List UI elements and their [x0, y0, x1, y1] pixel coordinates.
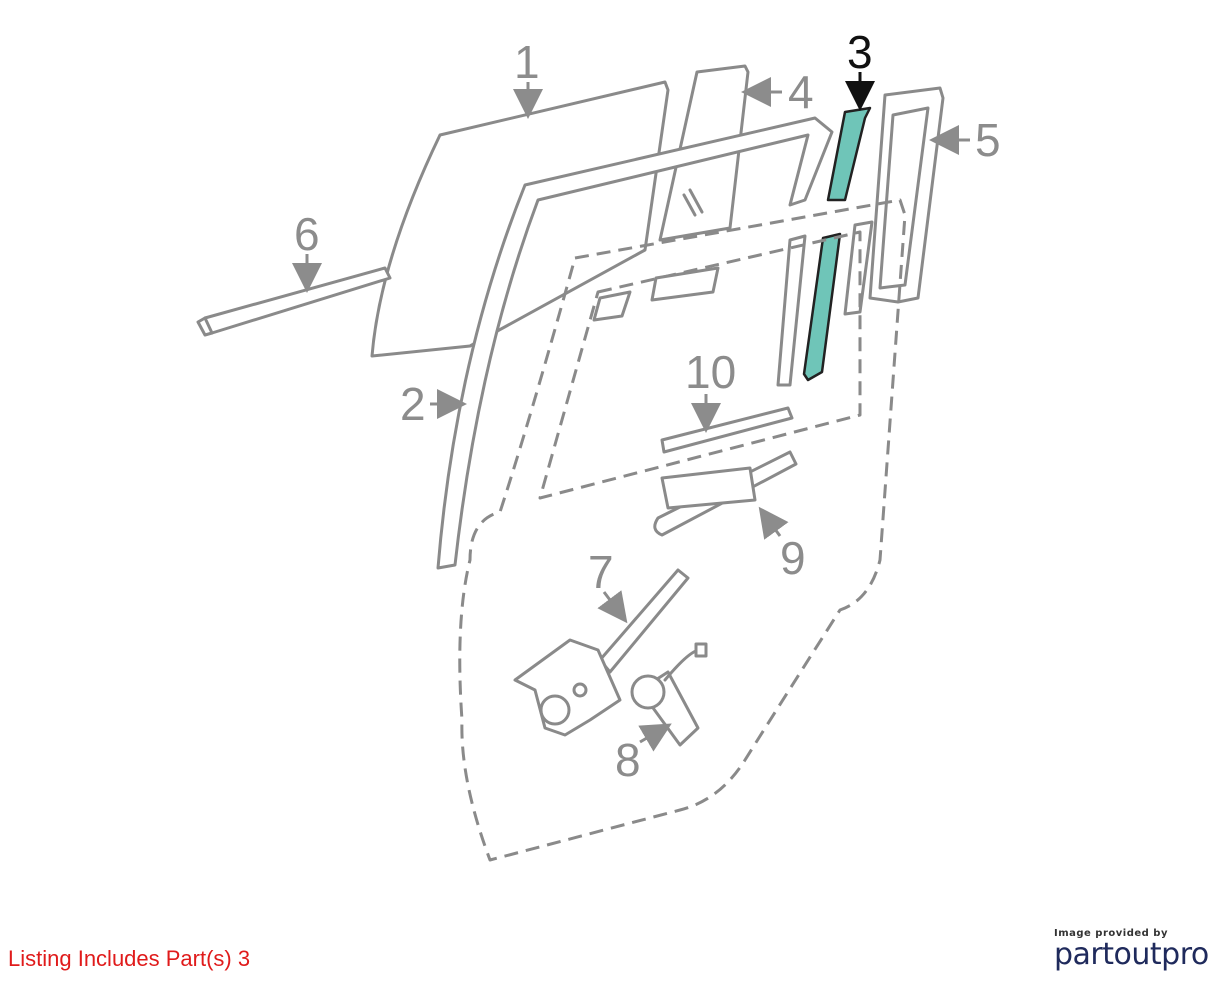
callout-6: 6: [294, 208, 320, 260]
callout-10: 10: [685, 346, 736, 398]
callout-4: 4: [788, 66, 814, 118]
listing-includes-note: Listing Includes Part(s) 3: [8, 946, 251, 971]
callout-5: 5: [975, 114, 1001, 166]
callout-2: 2: [400, 378, 426, 430]
callout-3: 3: [847, 26, 873, 78]
door-outline: [458, 198, 907, 862]
callout-7: 7: [588, 546, 614, 598]
credit-caption: Image provided by: [1054, 928, 1168, 939]
part-2-run-channel: [436, 116, 834, 570]
part-3-channel-strip: [826, 106, 872, 202]
part-6-belt-molding: [203, 266, 392, 335]
part-10-weatherstrip: [660, 406, 794, 454]
partoutpro-logo: partoutpro: [1054, 937, 1209, 972]
callout-8: 8: [615, 734, 641, 786]
part-7-regulator: [513, 568, 690, 737]
image-credit: Image provided by partoutpro: [1054, 928, 1214, 972]
callout-1: 1: [514, 36, 540, 88]
part-8-motor: [630, 642, 708, 747]
callout-9: 9: [780, 532, 806, 584]
